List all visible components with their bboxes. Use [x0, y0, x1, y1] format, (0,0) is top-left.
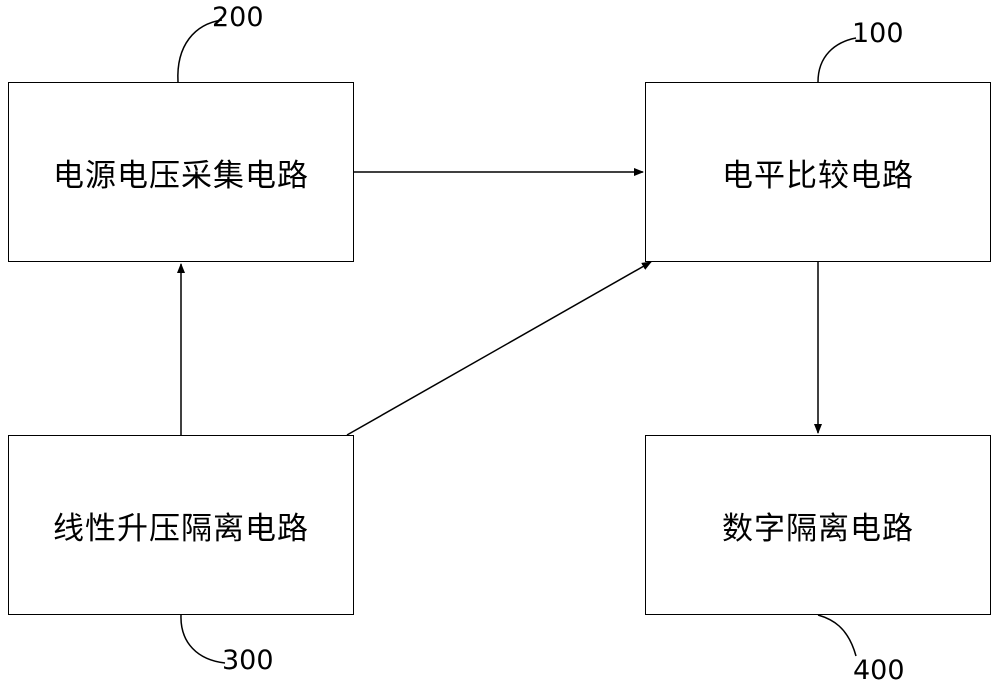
reference-numeral-300: 300	[222, 645, 274, 676]
leader-line-400	[817, 614, 857, 657]
voltage-sampling-circuit-block: 电源电压采集电路	[8, 82, 354, 262]
level-compare-circuit-block: 电平比较电路	[645, 82, 991, 262]
arrow-boost-to-compare	[346, 261, 652, 436]
digital-isolation-circuit-label: 数字隔离电路	[722, 510, 914, 547]
leader-line-100	[817, 37, 857, 83]
level-compare-circuit-label: 电平比较电路	[722, 157, 914, 194]
digital-isolation-circuit-block: 数字隔离电路	[645, 435, 991, 615]
linear-boost-isolation-circuit-block: 线性升压隔离电路	[8, 435, 354, 615]
reference-numeral-200: 200	[212, 2, 264, 33]
leader-line-300	[180, 614, 226, 664]
reference-numeral-100: 100	[852, 18, 904, 49]
reference-numeral-400: 400	[853, 655, 905, 686]
voltage-sampling-circuit-label: 电源电压采集电路	[53, 157, 309, 194]
linear-boost-isolation-circuit-label: 线性升压隔离电路	[53, 510, 309, 547]
